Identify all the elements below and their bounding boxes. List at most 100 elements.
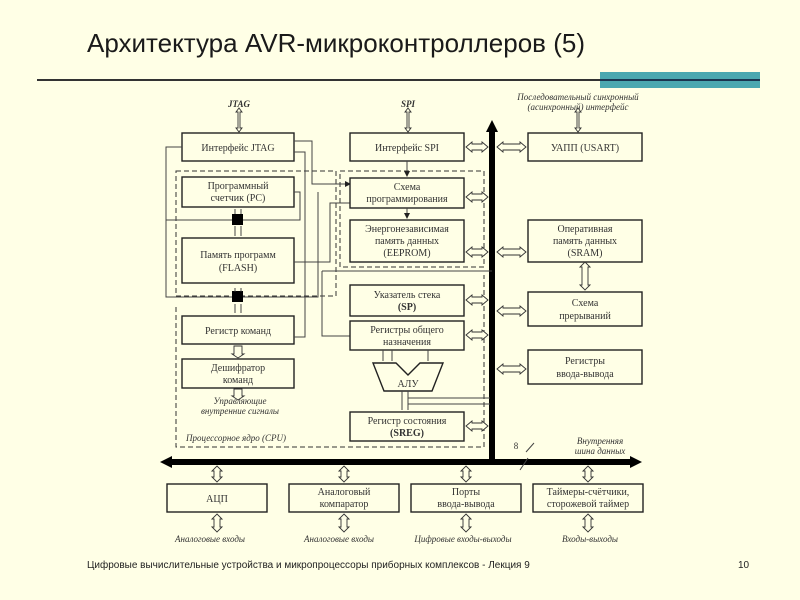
timers-text-1: Таймеры-счётчики, bbox=[547, 487, 630, 498]
serial-interface-label-1: Последовательный синхронный bbox=[516, 92, 639, 102]
interrupts-block bbox=[527, 291, 643, 327]
flash-text-1: Память программ bbox=[200, 250, 276, 261]
programming-block bbox=[349, 177, 465, 209]
io-registers-text-2: ввода-вывода bbox=[556, 369, 614, 380]
jtag-feedback-line bbox=[165, 146, 232, 298]
io-registers-bus-arrow bbox=[496, 363, 527, 375]
programming-text-1: Схема bbox=[394, 182, 421, 193]
sram-text-3: (SRAM) bbox=[567, 248, 602, 259]
eeprom-text-2: память данных bbox=[375, 236, 439, 247]
sp-bus-arrow bbox=[465, 294, 489, 306]
digital-io-label: Цифровые входы-выходы bbox=[413, 534, 511, 544]
mux-2 bbox=[232, 291, 243, 302]
io-ports-block bbox=[410, 483, 522, 513]
program-counter-text-2: счетчик (PC) bbox=[211, 193, 266, 204]
comparator-input-label: Аналоговые входы bbox=[303, 534, 374, 544]
timers-io-label: Входы-выходы bbox=[562, 534, 618, 544]
sreg-text-1: Регистр состояния bbox=[368, 416, 447, 427]
decoder-text-1: Дешифратор bbox=[211, 363, 265, 374]
programming-bus-arrow bbox=[465, 191, 489, 203]
accent-bar-line bbox=[600, 79, 760, 81]
serial-interface-label-2: (асинхронный) интерфейс bbox=[527, 102, 628, 112]
jtag-interface-text: Интерфейс JTAG bbox=[201, 143, 274, 154]
data-bus-label-2: шина данных bbox=[575, 446, 626, 456]
bus-connectors bbox=[465, 141, 527, 432]
ports-bus-arrow bbox=[459, 465, 473, 483]
mux-1 bbox=[232, 214, 243, 225]
adc-block bbox=[166, 483, 268, 513]
eeprom-text-1: Энергонезависимая bbox=[365, 224, 449, 235]
control-signals-label-1: Управляющие bbox=[214, 396, 267, 406]
sram-interrupts-link bbox=[578, 261, 592, 291]
adc-bus-arrow bbox=[210, 465, 224, 483]
comparator-input-arrow bbox=[337, 513, 351, 533]
usart-bus-arrow bbox=[496, 141, 527, 153]
decoder-output-arrow bbox=[230, 388, 246, 401]
decoder-text-2: команд bbox=[223, 375, 253, 386]
eeprom-text-3: (EEPROM) bbox=[383, 248, 430, 259]
instruction-register-text: Регистр команд bbox=[205, 326, 271, 337]
cpu-core-label: Процессорное ядро (CPU) bbox=[185, 433, 286, 443]
io-registers-block bbox=[527, 349, 643, 385]
ports-io-arrow bbox=[459, 513, 473, 533]
interrupts-text-1: Схема bbox=[572, 298, 599, 309]
bus-arrow-left-icon bbox=[160, 456, 172, 468]
interrupts-text-2: прерываний bbox=[559, 311, 611, 322]
title-divider bbox=[37, 79, 760, 81]
peripheral-connectors bbox=[210, 261, 595, 533]
jtag-label: JTAG bbox=[227, 99, 251, 109]
adc-text: АЦП bbox=[206, 494, 228, 505]
bus-arrow-up-icon bbox=[486, 120, 498, 132]
flash-text-2: (FLASH) bbox=[219, 263, 257, 274]
adc-input-label: Аналоговые входы bbox=[174, 534, 245, 544]
jtag-to-programming-line bbox=[294, 140, 351, 187]
spi-interface-text: Интерфейс SPI bbox=[375, 143, 439, 154]
sram-text-1: Оперативная bbox=[557, 224, 612, 235]
program-memory-region bbox=[175, 170, 337, 297]
slide-title: Архитектура AVR-микроконтроллеров (5) bbox=[87, 28, 585, 58]
interrupts-bus-arrow bbox=[496, 305, 527, 317]
io-registers-text-1: Регистры bbox=[565, 356, 605, 367]
timers-io-arrow bbox=[581, 513, 595, 533]
spi-port-arrow bbox=[404, 107, 412, 133]
stack-pointer-text-2: (SP) bbox=[398, 302, 416, 313]
program-counter-block bbox=[181, 176, 295, 208]
jtag-port-arrow bbox=[235, 107, 243, 133]
usart-text: УАПП (USART) bbox=[551, 143, 619, 154]
comparator-block bbox=[288, 483, 400, 513]
stack-pointer-text-1: Указатель стека bbox=[374, 290, 441, 301]
timers-bus-arrow bbox=[581, 465, 595, 483]
spi-bus-arrow bbox=[465, 141, 489, 153]
usart-block bbox=[527, 132, 643, 162]
eeprom-bus-arrow bbox=[465, 246, 489, 258]
sreg-text-2: (SREG) bbox=[390, 428, 424, 439]
alu-text: АЛУ bbox=[397, 379, 419, 390]
spi-interface-block bbox=[349, 132, 465, 162]
spi-label: SPI bbox=[401, 99, 416, 109]
stack-pointer-block bbox=[349, 284, 465, 317]
io-ports-text-2: ввода-вывода bbox=[437, 499, 495, 510]
programming-to-flash-line bbox=[294, 202, 350, 263]
eeprom-block bbox=[349, 219, 465, 263]
sreg-bus-arrow bbox=[465, 420, 489, 432]
slide-footer: Цифровые вычислительные устройства и мик… bbox=[87, 560, 530, 571]
decoder-block bbox=[181, 358, 295, 389]
sreg-block bbox=[349, 411, 465, 442]
instruction-register-block bbox=[181, 315, 295, 345]
bus-width-label: 8 bbox=[514, 441, 519, 451]
adc-input-arrow bbox=[210, 513, 224, 533]
gpr-link-line bbox=[321, 271, 350, 337]
comparator-text-2: компаратор bbox=[320, 499, 369, 510]
programming-region bbox=[339, 170, 485, 268]
jtag-interface-block bbox=[181, 132, 295, 162]
gpr-text-2: назначения bbox=[383, 337, 431, 348]
gpr-bus-arrow bbox=[465, 329, 489, 341]
data-bus-label-1: Внутренняя bbox=[577, 436, 623, 446]
timers-text-2: сторожевой таймер bbox=[547, 499, 629, 510]
bus-arrow-right-icon bbox=[630, 456, 642, 468]
control-signals-label-2: внутренние сигналы bbox=[201, 406, 279, 416]
sram-text-2: память данных bbox=[553, 236, 617, 247]
io-ports-text-1: Порты bbox=[452, 487, 480, 498]
programming-text-2: программирования bbox=[366, 194, 448, 205]
